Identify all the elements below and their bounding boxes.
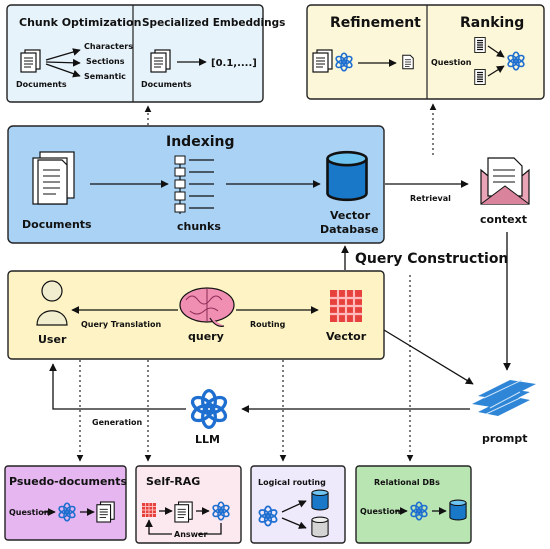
relational-dbs-title: Relational DBs — [374, 478, 440, 487]
refinement-title: Refinement — [330, 15, 421, 31]
user-icon — [36, 280, 68, 326]
pseudo-documents-panel: Psuedo-documents Question — [4, 465, 127, 541]
self-rag-panel: Self-RAG Answer — [135, 465, 242, 544]
refined-doc-icon — [402, 54, 414, 70]
self-rag-docs-icon — [174, 501, 193, 523]
documents-icon-2 — [150, 49, 171, 73]
routing-label: Routing — [250, 320, 286, 329]
llm-label: LLM — [195, 433, 220, 446]
ranked-list-icon-1 — [474, 36, 486, 54]
indexing-documents-label: Documents — [22, 218, 92, 231]
brain-icon — [179, 287, 235, 327]
query-label: query — [188, 330, 224, 343]
rank-arrow-1 — [487, 45, 505, 58]
ranking-title: Ranking — [460, 15, 524, 31]
refinement-ranking-panel: Refinement Ranking Question — [306, 4, 545, 100]
semantic-label: Semantic — [84, 72, 126, 81]
context-icon — [480, 157, 530, 205]
logical-routing-panel: Logical routing — [250, 465, 346, 544]
vector-store-icon — [330, 290, 362, 322]
logical-routing-db-icon — [311, 489, 329, 511]
vector-label: Vector — [330, 209, 371, 222]
sections-label: Sections — [86, 57, 125, 66]
documents-icon — [20, 49, 41, 73]
ranking-question-label: Question — [431, 58, 472, 67]
refinement-docs-icon — [312, 49, 333, 73]
arrow-to-semantic — [45, 63, 81, 78]
self-rag-title: Self-RAG — [146, 475, 200, 488]
arrow-to-sections — [45, 58, 81, 67]
characters-label: Characters — [84, 42, 133, 51]
pseudo-docs-icon — [96, 501, 115, 523]
prompt-icon — [472, 379, 536, 416]
chunks-label: chunks — [177, 220, 221, 233]
self-rag-answer-label: Answer — [174, 530, 207, 539]
logical-routing-db-gray-icon — [311, 516, 329, 538]
self-rag-vector-icon — [142, 503, 156, 517]
chunk-embedding-box — [6, 4, 264, 103]
prompt-label: prompt — [482, 432, 527, 445]
pseudo-documents-title: Psuedo-documents — [9, 475, 127, 488]
query-to-prompt-arrow — [383, 329, 474, 385]
ranked-list-icon-2 — [474, 68, 486, 86]
query-vector-label: Vector — [326, 330, 367, 343]
indexing-title: Indexing — [166, 134, 235, 150]
specialized-embeddings-title: Specialized Embeddings — [142, 17, 285, 29]
chunk-embedding-panel: Chunk Optimization Specialized Embedding… — [6, 4, 285, 103]
indexing-documents-icon — [32, 151, 75, 205]
query-construction-label: Query Construction — [355, 251, 508, 267]
vector-database-icon — [326, 150, 368, 202]
relational-dbs-box — [355, 465, 472, 544]
generation-label: Generation — [92, 418, 143, 427]
user-label: User — [38, 333, 67, 346]
documents-label: Documents — [16, 80, 67, 89]
embedding-vector-label: [0.1,....] — [211, 58, 257, 69]
indexing-panel: Indexing Documents chunks Vector Databas… — [7, 125, 385, 244]
logical-routing-title: Logical routing — [258, 478, 326, 487]
query-translation-label: Query Translation — [81, 320, 161, 329]
retrieval-label: Retrieval — [410, 194, 451, 203]
relational-dbs-panel: Relational DBs Question — [355, 465, 472, 544]
llm-to-user-arrow — [49, 363, 186, 410]
database-label: Database — [320, 223, 379, 236]
documents-label-2: Documents — [141, 80, 192, 89]
pseudo-question-label: Question — [9, 508, 50, 517]
logical-routing-arrow-1 — [281, 500, 307, 513]
chunks-icon — [174, 155, 214, 214]
arrow-to-characters — [45, 48, 81, 61]
answer-label-bg — [172, 529, 198, 538]
context-label: context — [480, 213, 527, 226]
llm-openai-icon — [188, 388, 230, 430]
rank-arrow-2 — [487, 65, 505, 77]
logical-routing-arrow-2 — [281, 517, 307, 529]
relational-question-label: Question — [360, 507, 401, 516]
chunk-optimization-title: Chunk Optimization — [19, 16, 141, 29]
relational-db-icon — [449, 499, 467, 521]
query-panel: User Query Translation query Routing Vec… — [7, 270, 385, 360]
